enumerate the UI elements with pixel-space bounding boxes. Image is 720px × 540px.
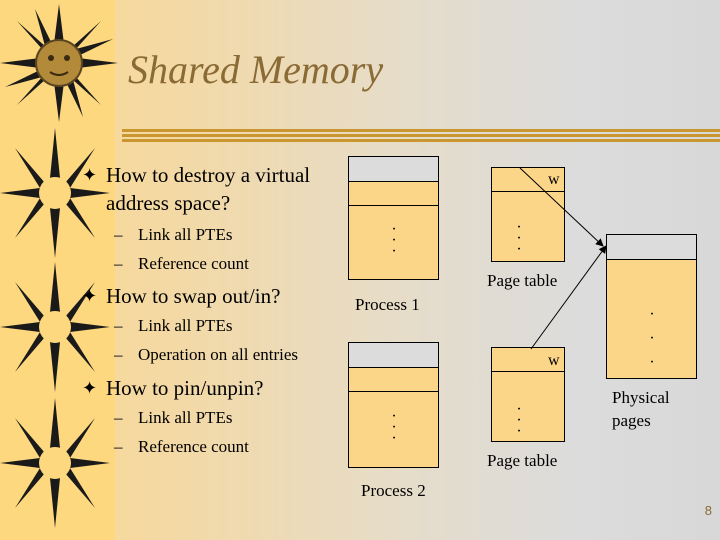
bullet-text: How to pin/unpin? — [106, 376, 264, 400]
title-rule — [122, 129, 720, 142]
ellipsis: · · · — [649, 306, 655, 371]
bullet-pin: ✦ How to pin/unpin? — [82, 374, 264, 402]
bullet-text: How to swap out/in? — [106, 284, 281, 308]
process2-label: Process 2 — [361, 481, 426, 500]
page-table-1-label: Page table — [487, 271, 558, 290]
bullet-marker-icon: ✦ — [82, 378, 98, 398]
slide-title: Shared Memory — [128, 47, 384, 92]
page-table-1: w · · · — [491, 167, 565, 262]
page-number: 8 — [704, 503, 712, 518]
process1-label: Process 1 — [355, 295, 420, 314]
physical-pages-label: Physical pages — [612, 388, 670, 430]
bullet-text: How to destroy a virtual — [106, 163, 311, 187]
sun-face-icon — [0, 4, 118, 122]
bullet-text: address space? — [106, 191, 231, 215]
pte-flag-w: w — [548, 352, 560, 369]
bullet-marker-icon: ✦ — [82, 165, 98, 185]
sub-bullet: –Operation on all entries — [114, 345, 299, 364]
process1-address-space: · · · — [348, 156, 439, 280]
arrow-pte2-to-physical — [530, 245, 607, 350]
ellipsis: · · · — [516, 401, 522, 440]
sub-bullet: –Reference count — [114, 254, 249, 273]
process2-address-space: · · · — [348, 342, 439, 468]
bullet-marker-icon: ✦ — [82, 286, 98, 306]
bullet-swap: ✦ How to swap out/in? — [82, 282, 281, 310]
sub-bullet: –Link all PTEs — [114, 316, 233, 335]
physical-pages: · · · — [606, 234, 697, 379]
sub-bullet: –Link all PTEs — [114, 225, 233, 244]
sub-bullet: –Reference count — [114, 437, 249, 456]
arrow-pte1-to-physical — [519, 167, 604, 247]
page-table-2: w · · · — [491, 347, 565, 442]
ellipsis: · · · — [391, 408, 397, 447]
sub-bullet: –Link all PTEs — [114, 408, 233, 427]
sun-icon — [0, 262, 110, 392]
sun-icon — [0, 398, 110, 528]
ellipsis: · · · — [391, 221, 397, 260]
bullet-destroy: ✦ How to destroy a virtual address space… — [82, 161, 311, 217]
ellipsis: · · · — [516, 219, 522, 258]
sun-icon — [0, 128, 110, 258]
page-table-2-label: Page table — [487, 451, 558, 470]
pte-flag-w: w — [548, 171, 560, 188]
